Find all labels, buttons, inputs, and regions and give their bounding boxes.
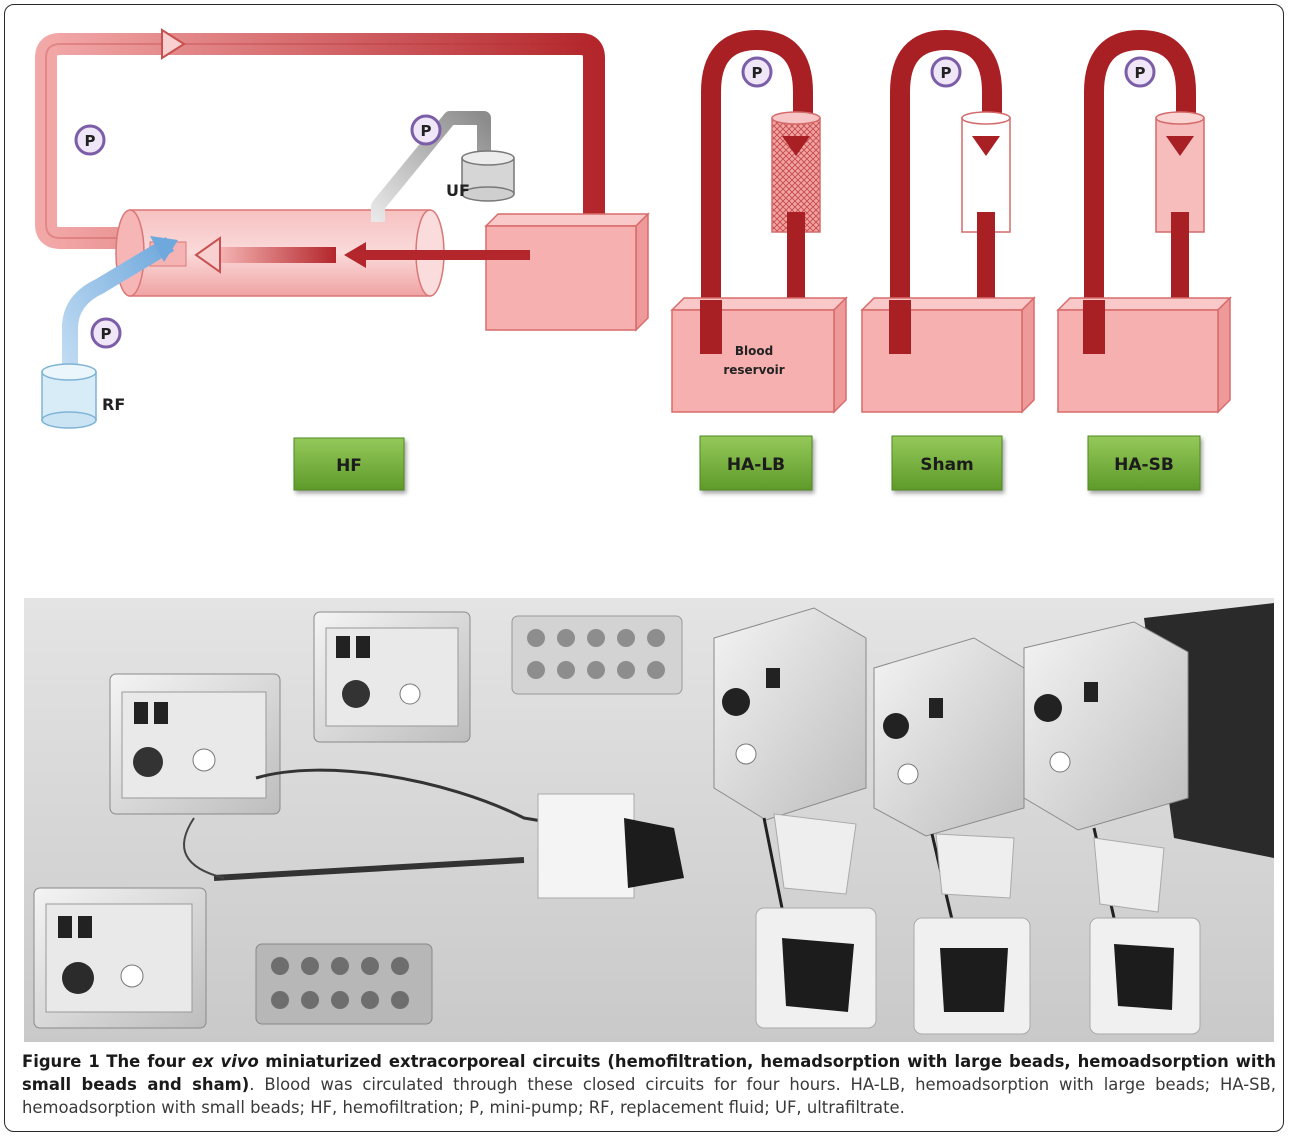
pump-icon: P	[74, 124, 106, 156]
circuit-label-hf: HF	[293, 437, 405, 491]
replacement-fluid-line	[62, 237, 175, 402]
svg-text:HA-LB: HA-LB	[727, 455, 785, 475]
hf-return-loop	[35, 33, 605, 258]
pump-device	[33, 887, 207, 1029]
svg-text:P: P	[1135, 64, 1146, 82]
caption-title-post: miniaturized extracorporeal circuits (he…	[22, 1052, 1276, 1094]
caption-title-italic: ex vivo	[191, 1052, 259, 1071]
circuit-label-ha-lb: HA-LB	[699, 435, 813, 491]
figure-caption: Figure 1 The four ex vivo miniaturized e…	[22, 1050, 1276, 1119]
circuit-schematic: UF RF P P P	[35, 28, 1232, 491]
flow-arrow-icon	[161, 28, 186, 60]
pump-device	[713, 607, 867, 821]
ha-lb-circuit: Blood reservoir P	[670, 29, 848, 414]
circuit-photograph	[24, 598, 1274, 1042]
svg-text:P: P	[941, 64, 952, 82]
flow-arrow-icon	[194, 236, 221, 274]
flow-arrow-icon	[1166, 136, 1194, 156]
pump-icon: P	[1124, 56, 1156, 88]
flow-arrow-icon	[782, 136, 810, 156]
flow-arrow-icon	[344, 242, 366, 268]
pump-icon: P	[410, 114, 442, 146]
figure-number: Figure 1	[22, 1052, 100, 1071]
sham-blood-reservoir	[860, 296, 1036, 414]
svg-text:P: P	[421, 122, 432, 140]
ha-lb-blood-reservoir	[670, 296, 848, 414]
pump-device	[873, 637, 1025, 837]
svg-text:P: P	[101, 325, 112, 343]
pump-device	[109, 673, 281, 815]
reservoir-label-line2: reservoir	[723, 363, 784, 377]
flow-arrow-icon	[150, 236, 178, 262]
svg-text:P: P	[85, 132, 96, 150]
pump-icon: P	[930, 56, 962, 88]
circuit-label-sham: Sham	[891, 435, 1003, 491]
svg-text:HF: HF	[336, 456, 362, 476]
replacement-fluid-container	[41, 363, 97, 429]
tube-rack	[255, 943, 433, 1025]
ultrafiltrate-container	[461, 150, 515, 202]
pump-device	[313, 611, 471, 743]
hf-blood-reservoir	[484, 212, 650, 332]
svg-text:HA-SB: HA-SB	[1114, 455, 1174, 475]
caption-title-pre: The four	[106, 1052, 186, 1071]
reservoir-label-line1: Blood	[735, 344, 773, 358]
pump-device	[1023, 621, 1189, 831]
pump-icon: P	[741, 56, 773, 88]
sham-circuit: P	[860, 29, 1036, 414]
svg-text:P: P	[752, 64, 763, 82]
ultrafiltrate-line	[371, 111, 491, 222]
ultrafiltrate-label: UF	[446, 181, 470, 200]
circuit-label-ha-sb: HA-SB	[1087, 435, 1201, 491]
svg-text:Sham: Sham	[920, 455, 974, 475]
flow-arrow-icon	[972, 136, 1000, 156]
replacement-fluid-label: RF	[102, 395, 125, 414]
hf-circuit: UF RF P P P	[35, 28, 650, 429]
caption-body: . Blood was circulated through these clo…	[22, 1075, 1276, 1117]
pump-icon: P	[90, 317, 122, 349]
tube-rack	[511, 615, 683, 695]
ha-sb-circuit: P	[1056, 29, 1232, 414]
